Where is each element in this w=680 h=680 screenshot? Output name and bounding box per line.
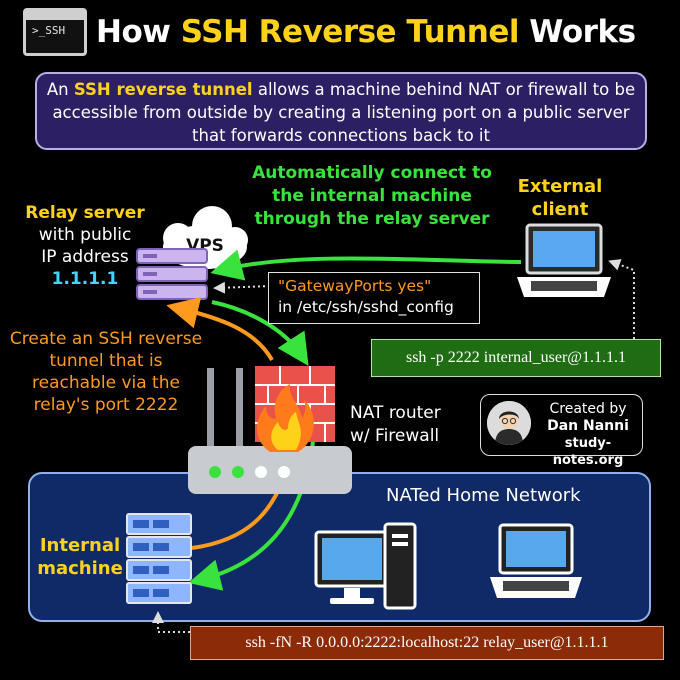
page-title: How SSH Reverse Tunnel Works	[96, 14, 636, 50]
auto-connect-note: Automatically connect to the internal ma…	[252, 163, 492, 229]
nat-router-line2: w/ Firewall	[350, 426, 440, 446]
relay-server-line3: IP address	[41, 247, 129, 267]
credit-box: Created by Dan Nanni study-notes.org	[480, 394, 643, 468]
external-client-line1: External	[517, 176, 603, 197]
external-client-line2: client	[531, 199, 589, 220]
external-client-laptop-icon	[517, 223, 611, 297]
gateway-ports-config-box: "GatewayPorts yes" in /etc/ssh/sshd_conf…	[268, 272, 480, 324]
credit-website: study-notes.org	[552, 436, 624, 468]
dotted-arrow-config	[213, 281, 271, 294]
green-arrow-client-to-relay	[210, 249, 522, 281]
internal-machine-label: Internal machine	[30, 534, 130, 580]
gateway-ports-setting: "GatewayPorts yes"	[278, 277, 432, 295]
relay-server-line1: Relay server	[25, 203, 145, 223]
description-highlight: SSH reverse tunnel	[73, 80, 253, 99]
nat-router-line1: NAT router	[350, 403, 441, 423]
description-rest: allows a machine behind NAT or firewall …	[52, 80, 636, 145]
internal-machine-line2: machine	[37, 558, 123, 579]
dotted-arrow-client-cmd	[608, 259, 635, 339]
credit-author: Dan Nanni	[547, 418, 629, 434]
title-suffix: Works	[518, 14, 636, 50]
author-avatar	[487, 401, 531, 445]
relay-server-label: Relay server with public IP address 1.1.…	[5, 202, 165, 290]
terminal-icon-text: >_SSH	[32, 24, 66, 37]
title-prefix: How	[96, 14, 181, 50]
internal-machine-line1: Internal	[39, 535, 121, 556]
gateway-ports-file: in /etc/ssh/sshd_config	[278, 298, 454, 316]
orange-arrow-router-to-relay	[166, 297, 274, 362]
title-highlight: SSH Reverse Tunnel	[180, 14, 520, 50]
terminal-icon: >_SSH	[23, 8, 87, 56]
internal-machine-server-icon	[126, 513, 192, 604]
fire-icon	[257, 384, 314, 452]
home-laptop-icon	[490, 523, 582, 598]
credit-line1: Created by	[549, 401, 627, 417]
reverse-tunnel-command: ssh -fN -R 0.0.0.0:2222:localhost:22 rel…	[190, 626, 664, 660]
reverse-tunnel-note: Create an SSH reverse tunnel that is rea…	[9, 329, 203, 415]
description-prefix: An	[46, 80, 74, 99]
description-box: An SSH reverse tunnel allows a machine b…	[35, 72, 647, 150]
nat-router-label: NAT router w/ Firewall	[350, 402, 441, 448]
relay-server-ip: 1.1.1.1	[51, 269, 119, 289]
desktop-computer-icon	[314, 522, 417, 610]
external-client-label: External client	[505, 175, 615, 221]
nat-router-icon	[188, 368, 352, 494]
relay-server-icon	[136, 248, 208, 300]
client-ssh-command: ssh -p 2222 internal_user@1.1.1.1	[371, 339, 661, 377]
green-arrow-relay-to-router	[211, 300, 309, 367]
relay-server-line2: with public	[38, 225, 132, 245]
dotted-arrow-tunnel-cmd	[152, 611, 190, 633]
home-network-label: NATed Home Network	[386, 485, 581, 506]
